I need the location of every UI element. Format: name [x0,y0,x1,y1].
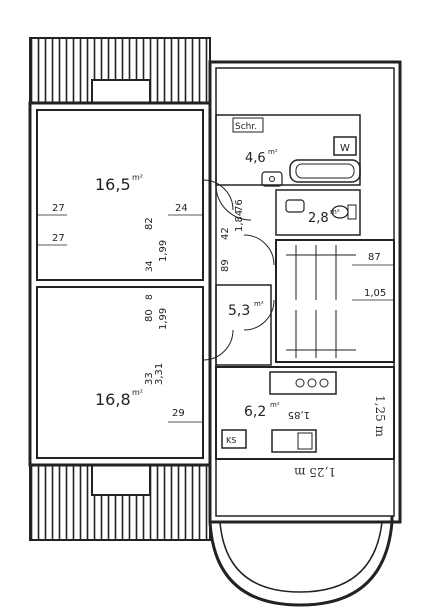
fridge-box [221,429,247,449]
stairs [286,245,356,358]
kitchen-unit: m² [270,401,280,409]
dim-lower-vertical-c: 1,99 [158,308,169,330]
bath-unit: m² [268,148,278,156]
dim-kitchen-length: 1,85 [288,409,310,420]
dimension-lines [37,214,394,423]
dim-mid-vertical-d: 1,84 [234,210,245,232]
cupboard-label: Schr. [235,122,257,132]
hand-note-2: 1,25 m [293,465,336,479]
room-lower-unit: m² [132,388,143,397]
bathtub [289,159,361,183]
wc-basin [285,199,305,213]
roof-bottom [29,464,211,541]
dim-lower-vertical-b: 8 [145,294,155,300]
cooktop [269,371,337,395]
dim-lower-vertical-a: 80 [144,309,155,322]
kitchen-sink [271,429,317,453]
washer-label: W [340,143,350,154]
hand-note-1: 1,25 m [373,395,387,438]
dim-mid-vertical-c: 42 [220,227,231,240]
dim-lower-vertical-d: 33 [144,372,155,385]
fridge-label: KS [226,436,236,445]
dim-upper-wall-left: 27 [52,203,65,214]
toilet [331,204,357,220]
dim-stair-width-top: 87 [368,252,381,263]
doors [202,179,275,361]
kitchen-area: 6,2 [244,404,266,420]
dim-mid-vertical-b: 89 [220,259,231,272]
hall-area: 5,3 [228,303,250,319]
dim-upper-niche-left: 27 [52,233,65,244]
wc-unit: m² [330,208,340,216]
room-lower-area: 16,8 [95,390,131,409]
dim-upper-vertical-b: 1,99 [158,240,169,262]
roof-top [29,37,211,104]
wc-area: 2,8 [308,211,329,226]
room-upper-unit: m² [132,173,143,182]
dim-upper-opening-right: 24 [175,203,188,214]
bath-area: 4,6 [245,151,266,166]
dim-upper-vertical-a: 82 [144,217,155,230]
dim-lower-opening-right: 29 [172,408,185,419]
dim-stair-width-mid: 1,05 [364,288,386,299]
hall-unit: m² [254,300,264,308]
dim-lower-vertical-e: 3,31 [154,363,165,385]
dim-mid-vertical-a: 34 [145,260,155,272]
room-upper-area: 16,5 [95,175,131,194]
washbasin [261,171,283,187]
cupboard-box [232,117,264,133]
dim-mid-vertical-e: 76 [234,199,245,212]
walls [28,60,402,607]
washer-box [333,136,357,156]
